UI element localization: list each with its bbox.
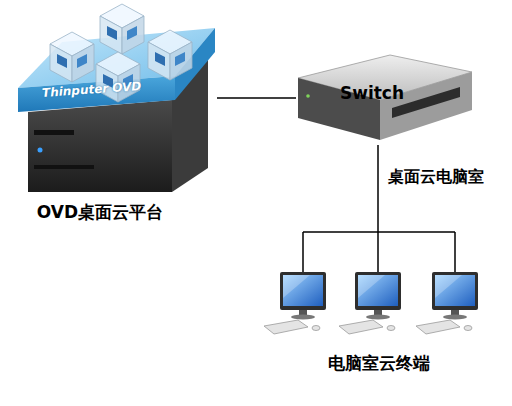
server-front <box>28 100 172 192</box>
network-link <box>377 145 379 232</box>
switch-node: Switch <box>296 52 474 145</box>
terminal-computer <box>339 272 401 334</box>
node-caption: OVD桌面云平台 <box>0 201 201 224</box>
server-node: Thinputer OVDOVD桌面云平台 <box>15 8 217 226</box>
vm-cube <box>50 32 94 82</box>
vm-cube <box>148 30 192 80</box>
switch-side <box>380 72 472 140</box>
device-label: Switch <box>317 83 427 103</box>
switch-light <box>306 94 310 98</box>
bus-line <box>303 231 455 233</box>
drop-line <box>454 232 456 272</box>
vm-cube <box>100 4 144 54</box>
server-panel <box>34 130 74 135</box>
terminal-group: 电脑室云终端 <box>268 232 490 377</box>
drop-line <box>302 232 304 272</box>
server-light <box>38 148 43 153</box>
drop-line <box>377 232 379 272</box>
network-link <box>217 97 296 99</box>
terminal-computer <box>416 272 478 334</box>
terminal-computer <box>264 272 326 334</box>
terminal-bus <box>303 232 455 272</box>
link-label: 桌面云电脑室 <box>388 167 484 188</box>
server-illustration <box>18 4 215 192</box>
node-caption: 电脑室云终端 <box>268 352 490 375</box>
switch-illustration <box>298 55 472 140</box>
server-bay <box>34 165 94 169</box>
brand-label: Thinputer OVD <box>42 76 193 100</box>
